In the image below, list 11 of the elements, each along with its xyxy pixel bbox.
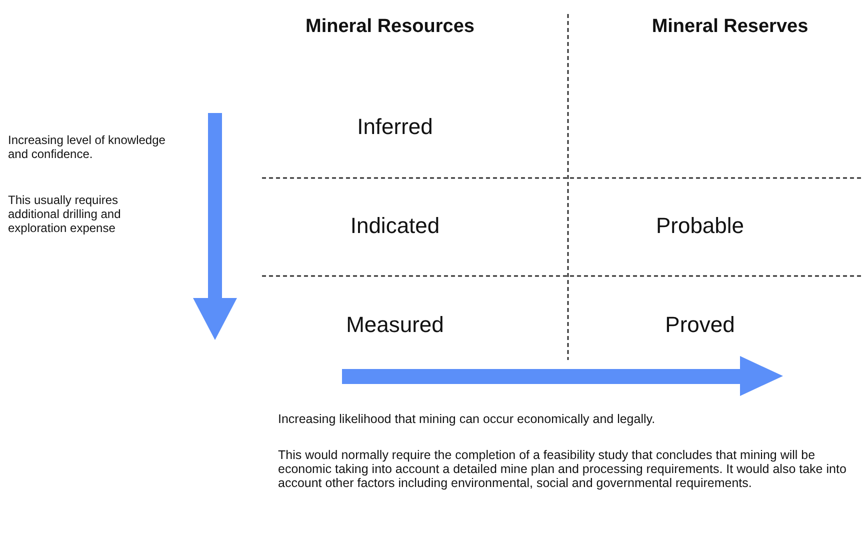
note-text: Increasing level of knowledge and confidence.	[8, 133, 166, 161]
column-heading: Mineral Resources	[304, 16, 476, 38]
category-name: Inferred	[356, 114, 434, 140]
category-name: Probable	[654, 213, 746, 239]
category-name: Measured	[345, 312, 445, 338]
note-text: Increasing likelihood that mining can occur economically and legally.	[278, 412, 656, 426]
category-name: Proved	[664, 312, 736, 338]
note-text: This usually requires additional drilling and exploration expense	[8, 193, 122, 235]
note-text: This would normally require the completion of a feasibility study that concludes that mining will be economic taking into account a detailed mine plan and processing requirements. It would also take into account other factors including environmental, social and governmental requirements.	[278, 448, 848, 490]
column-heading: Mineral Reserves	[650, 16, 810, 38]
category-name: Indicated	[349, 213, 441, 239]
